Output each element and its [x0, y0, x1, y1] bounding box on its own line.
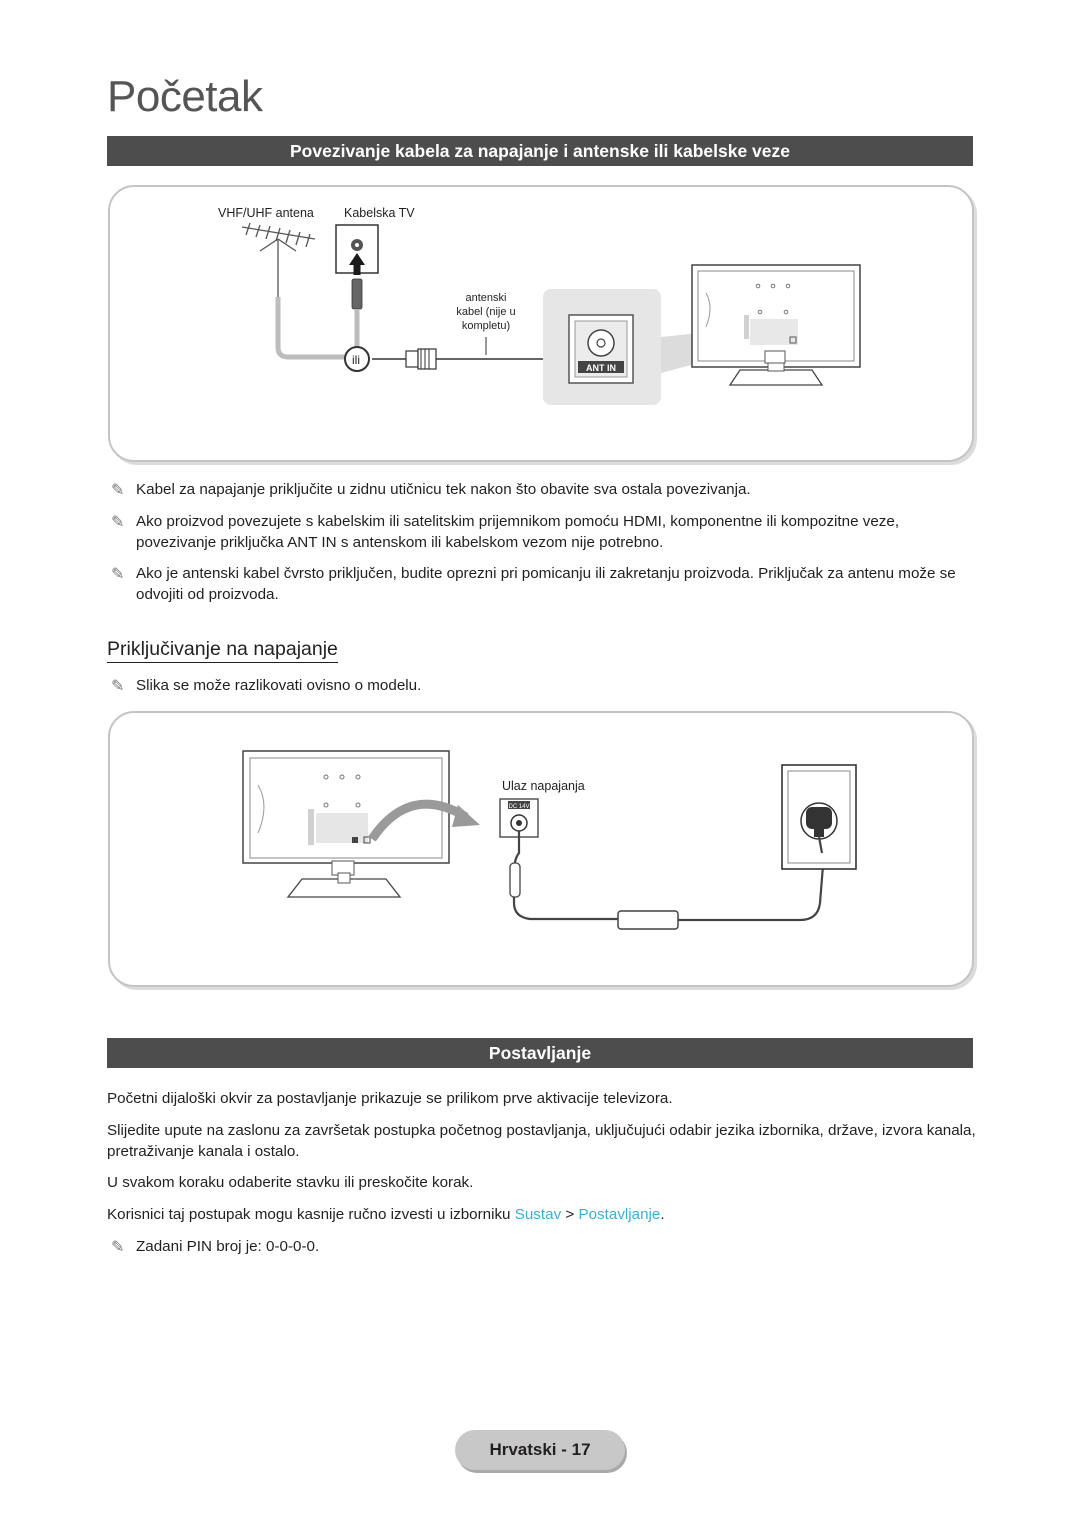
note-item: ✎ Zadani PIN broj je: 0-0-0-0. [107, 1236, 977, 1257]
rf-connector-icon [372, 348, 568, 370]
menu-path-separator: > [561, 1206, 579, 1223]
power-adapter-icon [617, 833, 826, 930]
note-text: Slika se može razlikovati ovisno o model… [136, 677, 422, 694]
section-heading-antenna: Povezivanje kabela za napajanje i antens… [107, 136, 973, 166]
dc-voltage-label: DC 14V [508, 804, 529, 810]
pencil-icon: ✎ [111, 514, 125, 531]
antenna-connection-figure: VHF/UHF antena Kabelska TV [108, 185, 974, 462]
antenna-cable-label-3: kompletu) [462, 320, 510, 332]
sentence-end: . [660, 1206, 665, 1223]
cable-tv-label: Kabelska TV [344, 206, 415, 220]
note-text: Ako je antenski kabel čvrsto priključen,… [136, 565, 956, 603]
section-heading-setup: Postavljanje [107, 1038, 973, 1068]
ant-in-label: ANT IN [586, 363, 616, 373]
or-label: ili [352, 353, 360, 367]
setup-paragraph-4-text: Korisnici taj postupak mogu kasnije ručn… [107, 1206, 515, 1223]
pencil-icon: ✎ [111, 1239, 125, 1256]
vhf-antenna-label: VHF/UHF antena [218, 206, 314, 220]
power-connection-diagram: Ulaz napajanja DC 14V [242, 750, 857, 930]
note-item: ✎ Ako proizvod povezujete s kabelskim il… [107, 511, 977, 553]
menu-path-system: Sustav [514, 1206, 562, 1223]
pencil-icon: ✎ [111, 482, 125, 499]
power-input-label: Ulaz napajanja [502, 779, 585, 793]
antenna-cable-label-2: kabel (nije u [456, 306, 515, 318]
ant-in-port-panel: ANT IN [543, 289, 661, 405]
page-title: Početak [107, 72, 263, 121]
tv-back-icon [242, 750, 450, 898]
or-junction-icon: ili [344, 346, 370, 372]
menu-path-setup: Postavljanje [578, 1206, 661, 1223]
antenna-connection-diagram: VHF/UHF antena Kabelska TV [218, 206, 861, 405]
note-text: Ako proizvod povezujete s kabelskim ili … [136, 513, 900, 551]
setup-paragraph-1: Početni dijaloški okvir za postavljanje … [107, 1090, 673, 1107]
antenna-cable-label-1: antenski [466, 292, 507, 304]
vhf-uhf-antenna-icon [241, 222, 316, 297]
note-text: Zadani PIN broj je: 0-0-0-0. [136, 1238, 320, 1255]
power-connection-figure: Ulaz napajanja DC 14V [108, 711, 974, 987]
page-footer-badge: Hrvatski - 17 [455, 1430, 625, 1470]
setup-paragraph-3: U svakom koraku odaberite stavku ili pre… [107, 1174, 474, 1191]
tv-back-icon [691, 264, 861, 386]
pencil-icon: ✎ [111, 678, 125, 695]
coax-plug-icon [351, 278, 363, 310]
note-item: ✎ Slika se može razlikovati ovisno o mod… [107, 675, 977, 696]
wall-socket-icon [781, 764, 857, 870]
setup-paragraph-2: Slijedite upute na zaslonu za završetak … [107, 1122, 976, 1160]
note-text: Kabel za napajanje priključite u zidnu u… [136, 481, 751, 498]
note-item: ✎ Ako je antenski kabel čvrsto priključe… [107, 563, 977, 605]
subsection-heading-power: Priključivanje na napajanje [107, 638, 338, 663]
arrow-up-icon [349, 253, 365, 275]
note-item: ✎ Kabel za napajanje priključite u zidnu… [107, 479, 977, 500]
setup-paragraph-4: Korisnici taj postupak mogu kasnije ručn… [107, 1204, 977, 1225]
pencil-icon: ✎ [111, 566, 125, 583]
